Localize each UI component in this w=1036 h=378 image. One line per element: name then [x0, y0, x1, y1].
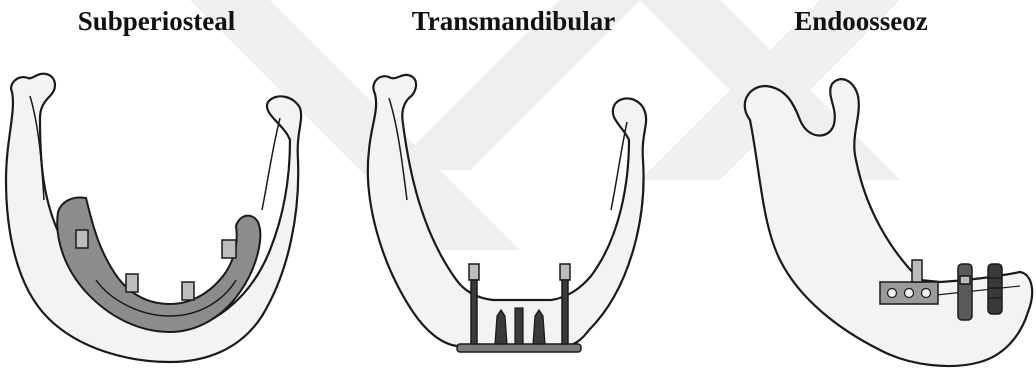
mandible-bone [368, 75, 646, 346]
panel-transmandibular: Transmandibular [345, 0, 690, 378]
endoosseoz-mandible-illustration [690, 0, 1036, 378]
transmandibular-baseplate [457, 344, 581, 352]
post-3 [182, 282, 194, 300]
post-4 [222, 240, 236, 258]
short-posts [495, 308, 545, 344]
transmandibular-mandible-illustration [345, 0, 690, 378]
subperiosteal-mandible-illustration [0, 0, 345, 378]
post-1 [76, 230, 88, 248]
panel-endoosseoz: Endoosseoz [690, 0, 1036, 378]
post-2 [126, 274, 138, 292]
mandible-bone [745, 79, 1032, 366]
panel-subperiosteal: Subperiosteal [0, 0, 345, 378]
